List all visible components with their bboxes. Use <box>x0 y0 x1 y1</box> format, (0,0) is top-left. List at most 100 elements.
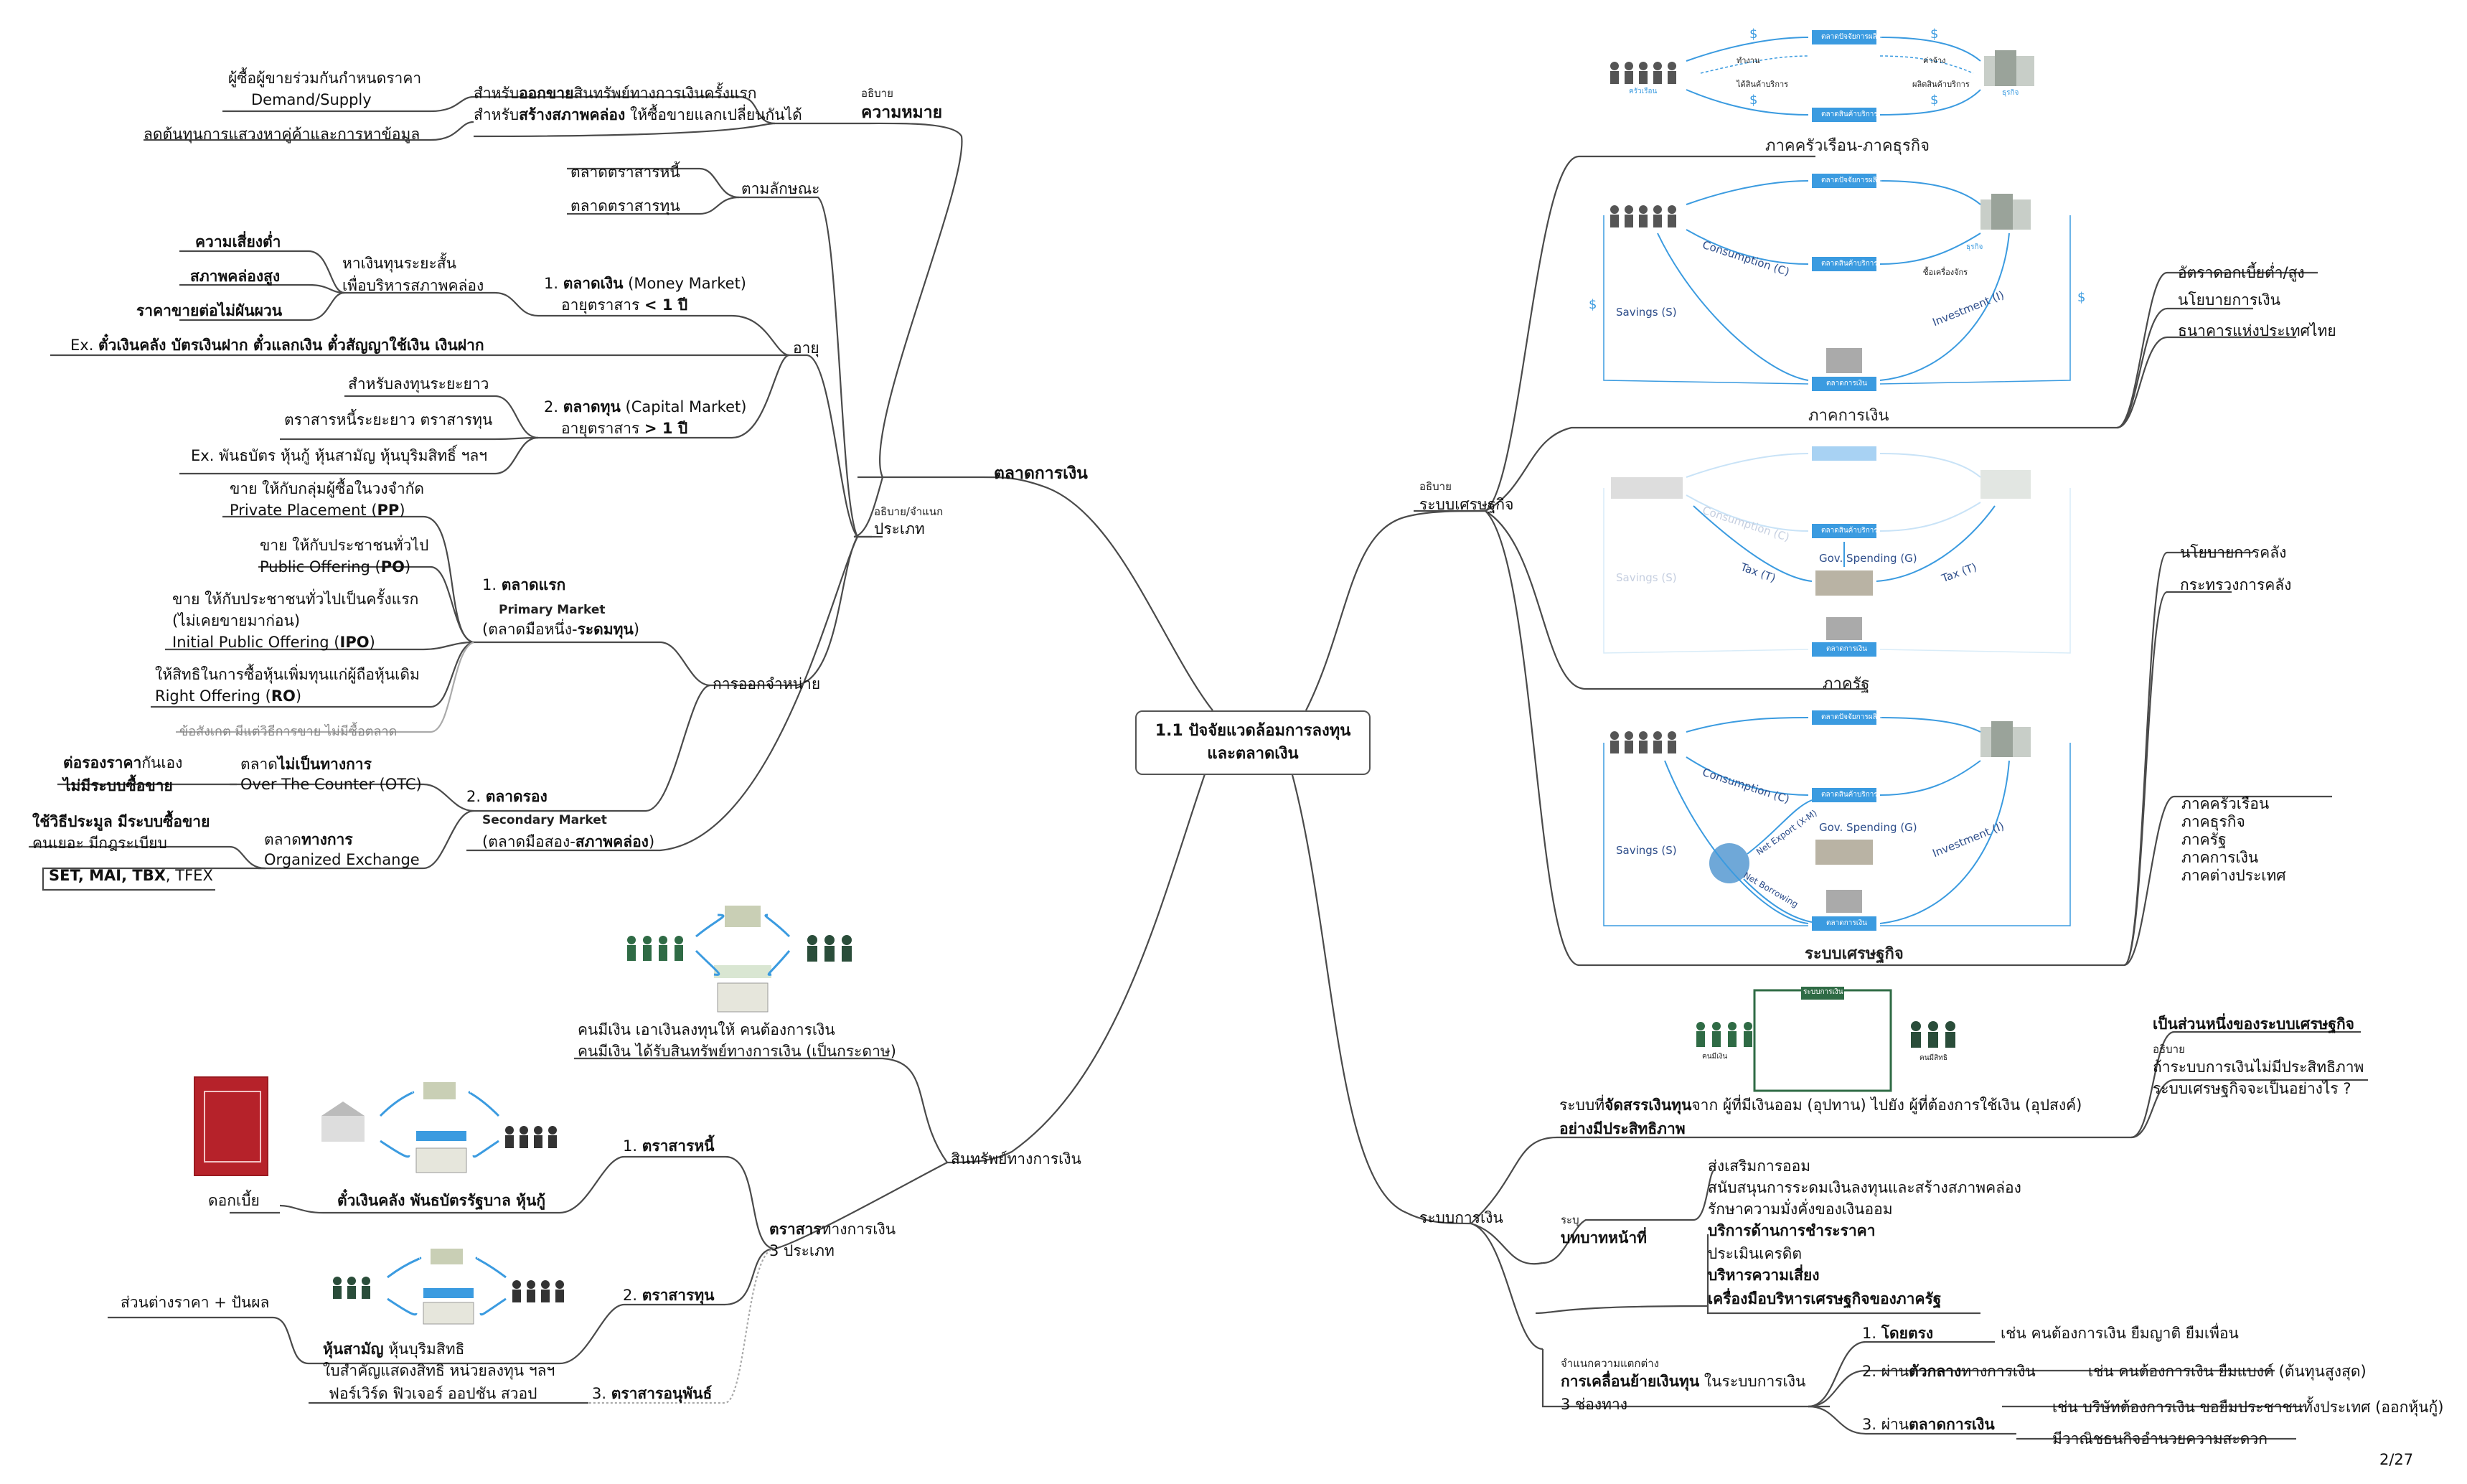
equity-return: ส่วนต่างราคา + ปันผล <box>121 1294 270 1311</box>
money-market-term: อายุตราสาร < 1 ปี <box>561 296 688 314</box>
fs-box-label: ระบบการเงิน <box>1803 988 1843 996</box>
fs-role-2: สนับสนุนการระดมเงินลงทุนและสร้างสภาพคล่อ… <box>1708 1179 2021 1196</box>
root-topic[interactable]: 1.1 ปัจจัยแวดล้อมการลงทุน และตลาดเงิน <box>1135 710 1371 775</box>
caption-government-sector: ภาครัฐ <box>1823 675 1870 693</box>
sector-item-household: ภาคครัวเรือน <box>2181 795 2270 812</box>
fs-right-label: คนมีสิทธิ <box>1919 1054 1947 1062</box>
d4-goods-market: ตลาดสินค้าบริการ <box>1821 791 1878 799</box>
po-name: Public Offering (PO) <box>260 558 411 576</box>
debt-flow-illustration <box>309 1076 574 1180</box>
root-line-1: 1.1 ปัจจัยแวดล้อมการลงทุน <box>1155 722 1351 740</box>
fs-part-of-economy: เป็นส่วนหนึ่งของระบบเศรษฐกิจ <box>2153 1015 2354 1033</box>
d1-goods-market: ตลาดสินค้าบริการ <box>1821 111 1878 118</box>
fin-item-policy: นโยบายการเงิน <box>2178 291 2280 309</box>
pp-desc: ขาย ให้กับกลุ่มผู้ซื้อในวงจำกัด <box>230 480 424 497</box>
econ-note: อธิบาย <box>1419 480 1452 493</box>
secondary-market-desc: (ตลาดมือสอง-สภาพคล่อง) <box>482 833 655 850</box>
topic-type[interactable]: ประเภท <box>874 520 925 537</box>
equity-instrument[interactable]: 2. ตราสารทุน <box>623 1287 715 1304</box>
d2-dollar-inv: $ <box>2077 290 2086 305</box>
fs-role-4: บริการด้านการชำระราคา <box>1708 1222 1876 1239</box>
diagram-household-business: ตลาดปัจจัยการผลิต ตลาดสินค้าบริการ ทำงาน… <box>1593 22 2081 136</box>
primary-market-title[interactable]: 1. ตลาดแรก <box>482 576 566 593</box>
caption-household-business: ภาคครัวเรือน-ภาคธุรกิจ <box>1765 137 1930 155</box>
assets-desc-2: คนมีเงิน ได้รับสินทรัพย์ทางการเงิน (เป็น… <box>578 1043 896 1060</box>
d3-savings: Savings (S) <box>1616 571 1677 584</box>
d4-savings: Savings (S) <box>1616 844 1677 857</box>
d4-fin-market: ตลาดการเงิน <box>1826 919 1867 927</box>
d1-dollar-2: $ <box>1930 27 1939 42</box>
fs-definition-1: ระบบที่จัดสรรเงินทุนจาก ผู้ที่มีเงินออม … <box>1559 1096 2082 1114</box>
ro-desc: ให้สิทธิในการซื้อหุ้นเพิ่มทุนแก่ผู้ถือหุ… <box>155 666 420 683</box>
fs-definition-2: อย่างมีประสิทธิภาพ <box>1559 1120 1686 1137</box>
d2-factor-market: ตลาดปัจจัยการผลิต <box>1821 177 1882 184</box>
fs-question-2: ระบบเศรษฐกิจจะเป็นอย่างไร ? <box>2153 1080 2351 1097</box>
fs-channel-2-example: เช่น คนต้องการเงิน ยืมแบงค์ (ต้นทุนสูงสุ… <box>2088 1363 2367 1380</box>
money-market-title[interactable]: 1. ตลาดเงิน (Money Market) <box>544 275 747 292</box>
caption-financial-sector: ภาคการเงิน <box>1808 407 1889 425</box>
topic-financial-system[interactable]: ระบบการเงิน <box>1419 1209 1503 1226</box>
fs-question-note: อธิบาย <box>2153 1043 2185 1056</box>
capital-examples: Ex. พันธบัตร หุ้นกู้ หุ้นสามัญ หุ้นบุริม… <box>191 447 488 464</box>
otc-negotiate: ต่อรองราคากันเอง <box>63 754 183 771</box>
gov-item-ministry: กระทรวงการคลัง <box>2180 576 2292 593</box>
pp-name: Private Placement (PP) <box>230 502 405 519</box>
topic-meaning[interactable]: ความหมาย <box>861 103 943 122</box>
topic-characteristic[interactable]: ตามลักษณะ <box>741 180 820 197</box>
secondary-market-title[interactable]: 2. ตลาดรอง <box>466 788 548 805</box>
capital-market-term: อายุตราสาร > 1 ปี <box>561 420 688 437</box>
d1-dollar-3: $ <box>1749 93 1758 108</box>
assets-desc-1: คนมีเงิน เอาเงินลงทุนให้ คนต้องการเงิน <box>578 1021 835 1038</box>
fs-role-3: รักษาความมั่งคั่งของเงินออม <box>1708 1201 1893 1218</box>
topic-issuance[interactable]: การออกจำหน่าย <box>713 675 821 692</box>
d3-gov-spending: Gov. Spending (G) <box>1819 552 1917 565</box>
d1-labor: ทำงาน <box>1737 56 1760 65</box>
d3-fin-market: ตลาดการเงิน <box>1826 645 1867 653</box>
capital-market-title[interactable]: 2. ตลาดทุน (Capital Market) <box>544 398 747 415</box>
oe-rules: คนเยอะ มีกฎระเบียบ <box>32 835 167 852</box>
money-trait-stable: ราคาขายต่อไม่ผันผวน <box>136 302 283 319</box>
d3-goods-market: ตลาดสินค้าบริการ <box>1821 527 1878 535</box>
secondary-market-en: Secondary Market <box>482 813 607 827</box>
primary-note: ข้อสังเกต มีแต่วิธีการขาย ไม่มีซื้อตลาด <box>179 724 398 739</box>
sector-item-government: ภาครัฐ <box>2181 831 2227 848</box>
financial-system-illustration: ระบบการเงิน คนมีเงิน คนมีสิทธิ <box>1686 987 1959 1094</box>
fs-channel-3: 3. ผ่านตลาดการเงิน <box>1862 1416 1995 1433</box>
fs-role-5: ประเมินเครดิต <box>1708 1245 1803 1262</box>
type-note: อธิบาย/จำแนก <box>874 505 944 518</box>
fs-flow-note: จำแนกความแตกต่าง <box>1561 1357 1659 1370</box>
topic-financial-assets[interactable]: สินทรัพย์ทางการเงิน <box>951 1150 1081 1168</box>
fs-flow-title[interactable]: การเคลื่อนย้ายเงินทุน ในระบบการเงิน <box>1561 1373 1806 1390</box>
d1-wage: ค่าจ้าง <box>1923 56 1946 65</box>
topic-economic-system[interactable]: ระบบเศรษฐกิจ <box>1419 496 1514 513</box>
ipo-name: Initial Public Offering (IPO) <box>172 634 375 651</box>
char-debt-market: ตลาดตราสารหนี้ <box>570 164 680 181</box>
money-trait-low-risk: ความเสี่ยงต่ำ <box>195 233 281 250</box>
equity-examples-1: หุ้นสามัญ หุ้นบุริมสิทธิ <box>323 1340 465 1358</box>
topic-age[interactable]: อายุ <box>793 339 819 357</box>
fs-roles-note: ระบุ <box>1561 1213 1579 1226</box>
capital-purpose: สำหรับลงทุนระยะยาว <box>348 375 489 393</box>
debt-instrument[interactable]: 1. ตราสารหนี้ <box>623 1137 715 1155</box>
d1-business: ธุรกิจ <box>2002 89 2019 97</box>
d1-buy: ได้สินค้าบริการ <box>1737 80 1789 89</box>
otc-name: Over The Counter (OTC) <box>240 776 422 793</box>
meaning-detail-1: ผู้ซื้อผู้ขายร่วมกันกำหนดราคา <box>228 70 422 87</box>
d2-savings: Savings (S) <box>1616 306 1677 319</box>
d2-buy-machine: ซื้อเครื่องจักร <box>1923 268 1968 277</box>
diagram-full-economy: ตลาดปัจจัยการผลิต ตลาดสินค้าบริการ ตลาดก… <box>1579 707 2095 944</box>
instruments-title[interactable]: ตราสารทางการเงิน <box>769 1221 896 1238</box>
instruments-count: 3 ประเภท <box>769 1242 835 1259</box>
d4-factor-market: ตลาดปัจจัยการผลิต <box>1821 713 1882 721</box>
money-trait-liquidity: สภาพคล่องสูง <box>190 268 281 285</box>
equity-flow-illustration <box>316 1245 581 1331</box>
fs-channel-1: 1. โดยตรง <box>1862 1325 1934 1342</box>
derivative-instrument[interactable]: 3. ตราสารอนุพันธ์ <box>592 1385 713 1402</box>
money-examples: Ex. ตั๋วเงินคลัง บัตรเงินฝาก ตั๋วแลกเงิน… <box>70 337 484 354</box>
gov-item-fiscal: นโยบายการคลัง <box>2180 544 2287 561</box>
primary-market-en: Primary Market <box>499 603 606 617</box>
fs-roles-label[interactable]: บทบาทหน้าที่ <box>1561 1229 1647 1246</box>
meaning-note: อธิบาย <box>861 87 893 100</box>
topic-financial-market[interactable]: ตลาดการเงิน <box>994 464 1088 483</box>
